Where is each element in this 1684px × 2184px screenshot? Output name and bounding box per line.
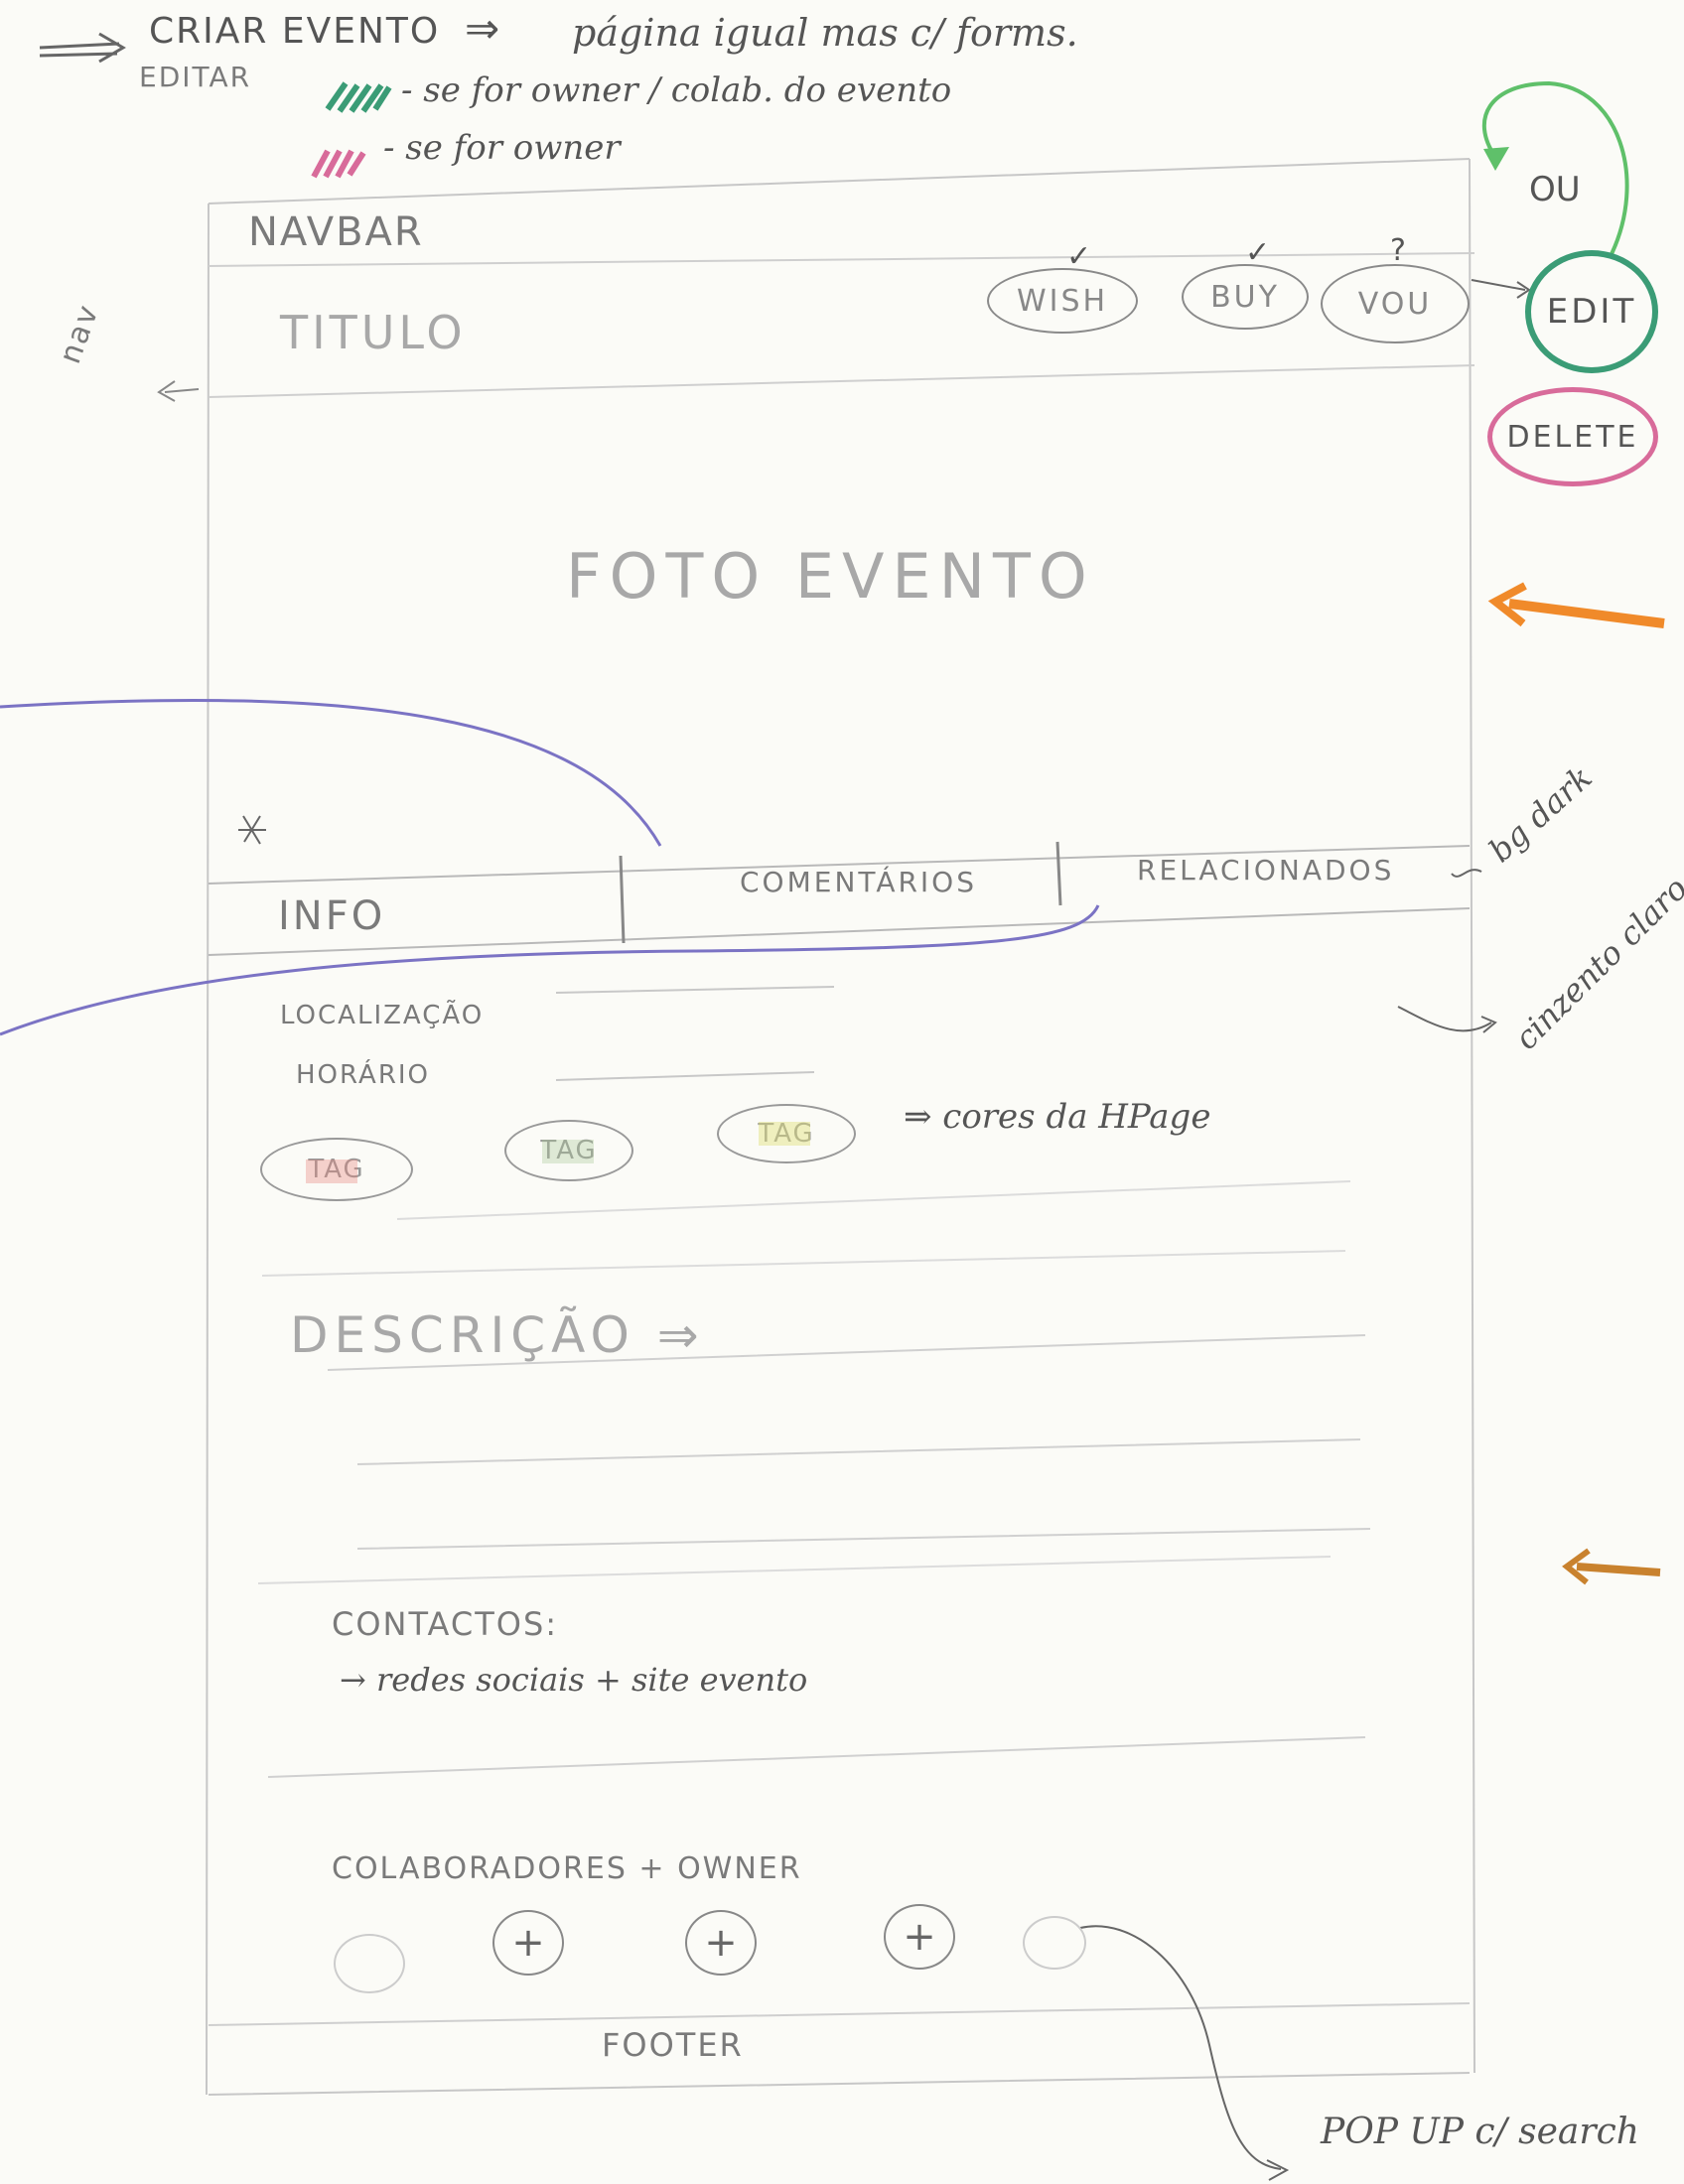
collaborator-avatar-placeholder[interactable] xyxy=(1023,1916,1086,1970)
wish-button[interactable]: WISH xyxy=(987,268,1138,334)
header-arrow-symbol: ⇒ xyxy=(465,4,500,53)
contacts-title: CONTACTOS: xyxy=(332,1605,559,1643)
pink-legend-scribble xyxy=(311,149,366,179)
edit-button[interactable]: EDIT xyxy=(1525,250,1658,373)
contacts-line: → redes sociais + site evento xyxy=(340,1661,808,1699)
header-edit-label: EDITAR xyxy=(139,61,252,93)
buy-button[interactable]: BUY xyxy=(1182,264,1309,330)
tag-yellow-label: TAG xyxy=(758,1119,815,1149)
tag-red-fill xyxy=(306,1160,357,1183)
orange-arrow-icon xyxy=(1508,599,1665,628)
add-collaborator-button[interactable]: + xyxy=(492,1910,564,1976)
delete-button[interactable]: DELETE xyxy=(1487,387,1658,486)
event-photo-placeholder: FOTO EVENTO xyxy=(566,540,1095,613)
add-collaborator-button[interactable]: + xyxy=(685,1910,757,1976)
header-create-event: CRIAR EVENTO xyxy=(149,11,441,52)
orange-arrow-small-icon xyxy=(1576,1563,1661,1576)
or-note: OU xyxy=(1529,170,1581,209)
legend-green-text: - se for owner / colab. do evento xyxy=(401,70,952,110)
green-legend-scribble xyxy=(325,81,392,113)
header-note-forms: página igual mas c/ forms. xyxy=(572,11,1078,55)
tag-red[interactable]: TAG xyxy=(260,1138,413,1201)
tag-yellow-fill xyxy=(759,1122,810,1146)
header-arrow-icon xyxy=(39,32,126,64)
tab-info[interactable]: INFO xyxy=(278,893,386,939)
buy-check-mark: ✓ xyxy=(1245,235,1271,270)
collaborators-title: COLABORADORES + OWNER xyxy=(332,1851,802,1886)
green-curved-arrow xyxy=(1481,80,1629,257)
info-location-label: LOCALIZAÇÃO xyxy=(280,1001,485,1030)
tab-comments[interactable]: COMENTÁRIOS xyxy=(740,866,977,898)
event-title: TITULO xyxy=(280,306,467,359)
tag-red-label: TAG xyxy=(308,1155,365,1184)
purple-sweep-upper xyxy=(0,698,662,847)
purple-sweep-lower xyxy=(0,904,1100,1036)
tag-yellow[interactable]: TAG xyxy=(717,1104,856,1163)
asterisk-icon xyxy=(238,815,266,845)
footer-label: FOOTER xyxy=(602,2026,744,2064)
page-frame xyxy=(206,158,1475,2096)
legend-pink-text: - se for owner xyxy=(383,128,621,168)
owner-avatar[interactable] xyxy=(334,1934,405,1993)
vou-question-mark: ? xyxy=(1390,233,1406,268)
tag-green[interactable]: TAG xyxy=(504,1120,633,1181)
arrow-to-edit-icon xyxy=(1471,279,1526,291)
tag-green-fill xyxy=(542,1140,594,1163)
add-collaborator-button[interactable]: + xyxy=(884,1904,955,1970)
info-schedule-label: HORÁRIO xyxy=(296,1060,431,1090)
tag-green-label: TAG xyxy=(540,1136,598,1165)
navbar-label: NAVBAR xyxy=(248,209,424,255)
wish-check-mark: ✓ xyxy=(1066,239,1092,274)
tags-colour-note: ⇒ cores da HPage xyxy=(904,1097,1211,1137)
vou-button[interactable]: VOU xyxy=(1321,264,1470,343)
nav-arrow-icon xyxy=(164,388,200,393)
tab-related[interactable]: RELACIONADOS xyxy=(1137,854,1395,887)
popup-arrow-curve xyxy=(1079,1925,1282,2170)
popup-search-note: POP UP c/ search xyxy=(1321,2112,1639,2152)
description-label: DESCRIÇÃO ⇒ xyxy=(290,1306,705,1364)
